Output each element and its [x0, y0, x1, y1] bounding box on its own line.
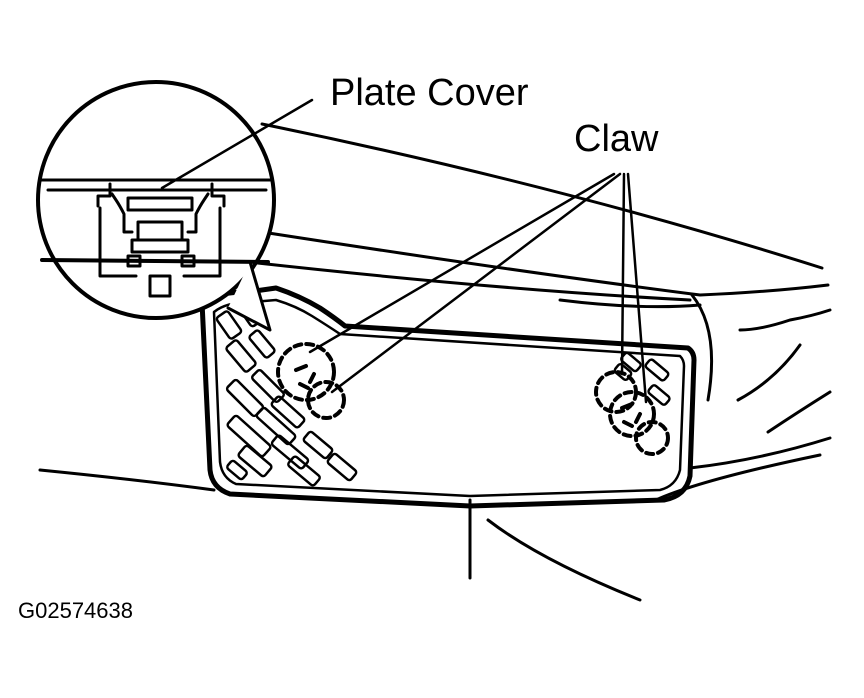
plate-cover-label: Plate Cover	[330, 72, 529, 114]
plate-recess	[199, 285, 697, 509]
plate-cover-leader-line	[160, 98, 314, 190]
textured-surface	[215, 300, 671, 487]
car-body-lines	[38, 122, 832, 602]
figure-id: G02574638	[18, 598, 133, 623]
claw-marker-left	[276, 342, 346, 420]
claw-marker-right	[594, 370, 670, 456]
detail-callout	[36, 80, 276, 332]
claw-label: Claw	[574, 118, 659, 160]
claw-leader-lines	[308, 172, 648, 404]
